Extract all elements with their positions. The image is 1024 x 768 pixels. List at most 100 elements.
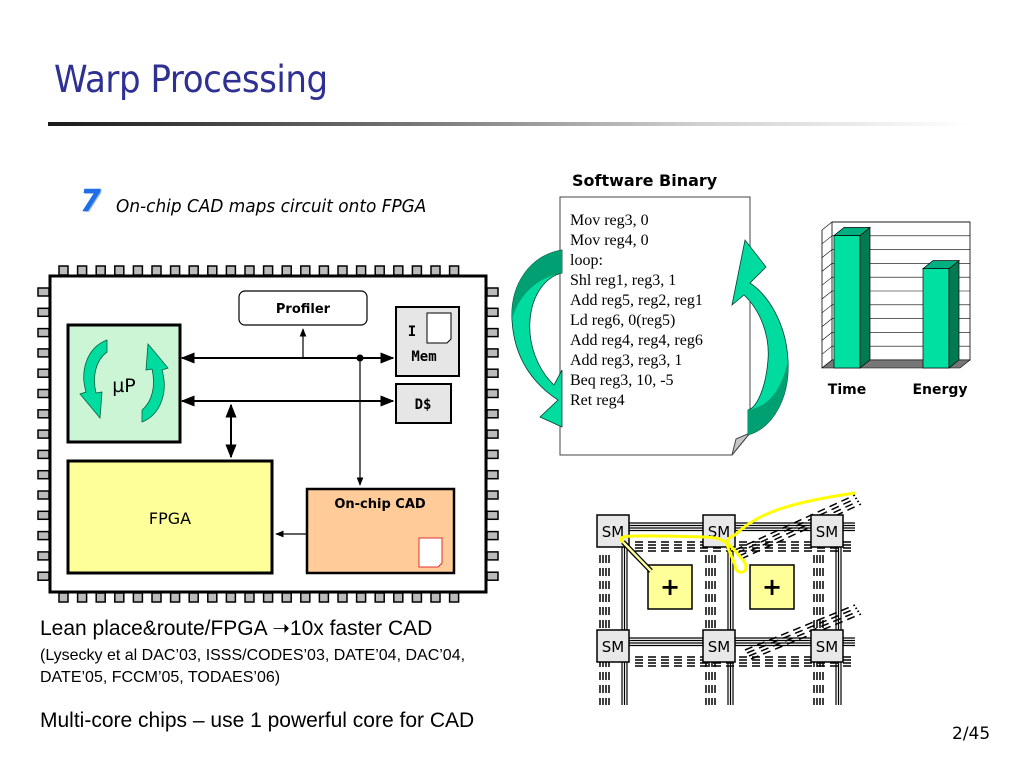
code-line: Shl reg1, reg3, 1 bbox=[570, 272, 677, 289]
chip-pin bbox=[374, 592, 385, 603]
chip-pin bbox=[95, 265, 106, 276]
chip-pin bbox=[58, 265, 69, 276]
software-binary-doc bbox=[511, 196, 789, 456]
chip-pin bbox=[132, 592, 144, 603]
chart-gridline bbox=[821, 276, 833, 286]
chart-gridline bbox=[821, 235, 833, 245]
chip-pin bbox=[95, 592, 106, 603]
code-line: loop: bbox=[570, 252, 603, 269]
chart-labels: Time Energy bbox=[828, 382, 968, 398]
chart-bar-top bbox=[922, 260, 960, 269]
chip-pin bbox=[37, 287, 50, 297]
chip-pin bbox=[37, 429, 50, 439]
chip-pin bbox=[318, 265, 330, 276]
slide-title: Warp Processing bbox=[54, 58, 328, 101]
chart-gridline bbox=[821, 318, 833, 327]
data-cache-box bbox=[395, 383, 452, 424]
chip-pin bbox=[37, 469, 50, 480]
switch-matrix-label: SM bbox=[816, 523, 838, 541]
switch-matrix-label: SM bbox=[602, 523, 624, 541]
switch-matrix-label: SM bbox=[708, 638, 730, 656]
onchip-cad-label: On-chip CAD bbox=[334, 497, 426, 512]
chart-bars bbox=[833, 226, 960, 369]
chip-pin bbox=[207, 592, 218, 603]
code-line: Ret reg4 bbox=[570, 392, 625, 409]
chip-pin bbox=[244, 592, 255, 603]
title-divider bbox=[48, 122, 970, 126]
chip-pin bbox=[486, 469, 499, 480]
chip-pin bbox=[37, 327, 50, 338]
chip-pin bbox=[244, 265, 255, 276]
microprocessor-label: µP bbox=[112, 375, 136, 397]
chip-pin bbox=[262, 592, 274, 603]
chart-category-label: Time bbox=[828, 382, 866, 398]
imem-label-bottom: Mem bbox=[411, 349, 436, 365]
chart-bar-time bbox=[833, 235, 861, 369]
chart-bar-energy bbox=[922, 268, 950, 369]
chip-pin bbox=[486, 327, 499, 338]
references-line: (Lysecky et al DAC’03, ISSS/CODES’03, DA… bbox=[40, 647, 466, 664]
code-line: Mov reg3, 0 bbox=[570, 212, 649, 229]
chip-pin bbox=[37, 530, 50, 541]
code-line: Add reg3, reg3, 1 bbox=[570, 352, 683, 369]
chip-pin bbox=[486, 551, 499, 561]
page-curl-icon bbox=[731, 432, 751, 456]
chip-pin bbox=[37, 551, 50, 561]
references-line: DATE’05, FCCM’05, TODAES’06) bbox=[40, 669, 281, 686]
data-cache-label: D$ bbox=[415, 397, 432, 413]
chip-pin bbox=[486, 510, 499, 521]
chip-pin bbox=[262, 265, 274, 276]
adder-block bbox=[749, 564, 795, 610]
software-binary-title: Software Binary bbox=[572, 171, 718, 190]
chip-pin bbox=[132, 265, 144, 276]
profiler-box bbox=[238, 290, 368, 326]
chip-pin bbox=[188, 265, 199, 276]
chip-pin bbox=[393, 265, 404, 276]
chip-pin bbox=[300, 592, 311, 603]
chart-gridline bbox=[821, 221, 833, 231]
route-line-yellow bbox=[619, 491, 856, 574]
chip-pin bbox=[337, 592, 348, 603]
chip-pin bbox=[486, 449, 499, 460]
chip-pin bbox=[374, 265, 385, 276]
chip-pin bbox=[430, 592, 441, 603]
chip-pin bbox=[486, 409, 499, 419]
time-energy-chart: Time Energy bbox=[821, 221, 971, 398]
code-line: Mov reg4, 0 bbox=[570, 232, 649, 249]
bullet-lean-place-route: Lean place&route/FPGA ➝10x faster CAD bbox=[40, 617, 433, 640]
chip-pin bbox=[114, 265, 125, 276]
step-description: On-chip CAD maps circuit onto FPGA bbox=[116, 196, 427, 217]
chip-pin bbox=[281, 265, 292, 276]
document-icon bbox=[418, 537, 443, 568]
switch-matrix bbox=[810, 629, 844, 663]
chip-pin bbox=[169, 592, 181, 603]
adder-block bbox=[647, 564, 693, 610]
code-line: Ld reg6, 0(reg5) bbox=[570, 312, 676, 329]
chip-pin bbox=[393, 592, 404, 603]
software-binary-code: Mov reg3, 0 Mov reg4, 0 loop: Shl reg1, … bbox=[570, 211, 703, 411]
arrow-shade bbox=[748, 360, 789, 435]
chart-gridline bbox=[821, 332, 833, 341]
switch-matrix-label: SM bbox=[816, 638, 838, 656]
page-number: 2/45 bbox=[952, 724, 991, 744]
chip-pin bbox=[37, 368, 50, 378]
chip-pin bbox=[300, 265, 311, 276]
chip-pin bbox=[114, 592, 125, 603]
imem-label-top: I bbox=[408, 324, 416, 340]
chart-gridline bbox=[821, 290, 833, 300]
chip-pin bbox=[151, 265, 162, 276]
cycle-arrow-right-icon bbox=[141, 342, 169, 423]
bullet-multicore: Multi-core chips – use 1 powerful core f… bbox=[40, 709, 475, 732]
switch-matrix bbox=[810, 514, 844, 548]
chip-pin bbox=[411, 592, 423, 603]
routed-path bbox=[619, 491, 856, 574]
chip-pin bbox=[151, 592, 162, 603]
chart-gridline bbox=[821, 345, 833, 355]
fpga-box bbox=[66, 459, 274, 575]
chip-pin bbox=[355, 265, 367, 276]
chip-pin bbox=[169, 265, 181, 276]
chart-category-label: Energy bbox=[912, 382, 967, 398]
chip-pin bbox=[486, 287, 499, 297]
chip-pin bbox=[486, 490, 499, 500]
